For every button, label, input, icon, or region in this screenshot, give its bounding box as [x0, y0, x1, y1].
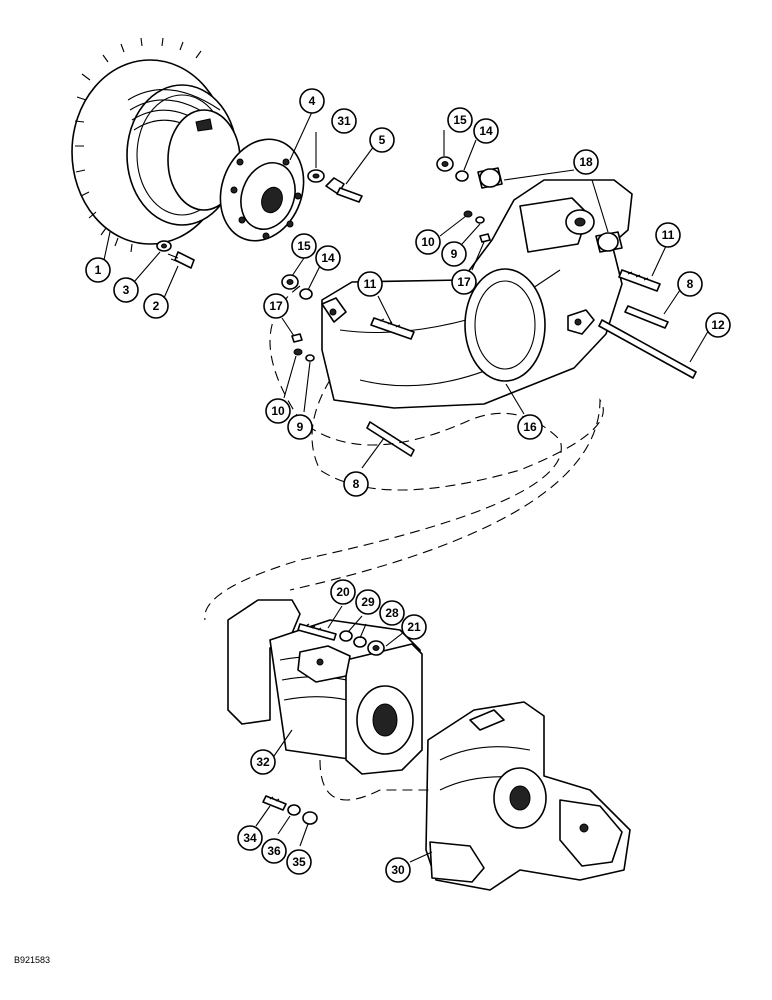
callout-12: 12	[705, 312, 731, 338]
callout-label-14-upper: 14	[479, 124, 493, 138]
bolt-34	[262, 795, 287, 811]
callout-10-upper: 10	[415, 229, 441, 255]
callout-4: 4	[299, 88, 325, 114]
callout-label-14-left: 14	[321, 251, 335, 265]
callout-11-upper: 11	[655, 222, 681, 248]
bolt-8-upper	[624, 305, 669, 329]
callout-35: 35	[286, 849, 312, 875]
leader-lines	[103, 111, 711, 863]
callout-2: 2	[143, 293, 169, 319]
callout-36: 36	[261, 838, 287, 864]
assembly-path-dashed	[204, 285, 562, 621]
callout-label-12: 12	[711, 318, 725, 332]
callout-5: 5	[369, 127, 395, 153]
callout-29: 29	[355, 589, 381, 615]
washer-14-left	[299, 288, 313, 300]
callout-label-16: 16	[523, 420, 537, 434]
callout-label-32: 32	[256, 755, 270, 769]
callout-label-3: 3	[123, 283, 130, 297]
callout-label-20: 20	[336, 585, 350, 599]
nut-15-left	[281, 274, 299, 290]
small-parts-upper	[463, 210, 491, 243]
hydraulic-pump	[425, 701, 631, 891]
small-parts-left	[291, 333, 315, 362]
callout-20: 20	[330, 579, 356, 605]
callout-label-15-left: 15	[297, 239, 311, 253]
callout-label-31: 31	[337, 114, 351, 128]
callout-label-5: 5	[379, 133, 386, 147]
bolt-8-lower	[366, 421, 415, 457]
reference-code: B921583	[14, 955, 51, 965]
callout-30: 30	[385, 857, 411, 883]
washer-36	[287, 804, 301, 816]
callout-34: 34	[237, 825, 263, 851]
washer-29	[339, 630, 353, 642]
coupling-disc	[219, 138, 305, 242]
callout-label-2: 2	[153, 299, 160, 313]
hydraulic-motor	[227, 599, 423, 775]
callout-10-left: 10	[265, 398, 291, 424]
washer-28	[353, 636, 367, 648]
bolt-12	[598, 319, 697, 379]
bolt-11-upper	[618, 269, 661, 292]
callout-label-36: 36	[267, 844, 281, 858]
callout-label-8-lower: 8	[353, 477, 360, 491]
washer-31	[307, 169, 325, 183]
callout-15-left: 15	[291, 233, 317, 259]
callout-11-middle: 11	[357, 271, 383, 297]
bushing-18-b	[595, 231, 623, 253]
washer-14-upper	[455, 170, 469, 182]
callout-label-9-upper: 9	[451, 247, 458, 261]
callout-label-17-upper: 17	[457, 275, 471, 289]
callout-label-8-upper: 8	[687, 277, 694, 291]
callout-31: 31	[331, 108, 357, 134]
callout-32: 32	[250, 749, 276, 775]
callout-17-upper: 17	[451, 269, 477, 295]
callout-label-17-left: 17	[269, 299, 283, 313]
nut-21	[367, 640, 385, 656]
callout-label-4: 4	[309, 94, 316, 108]
callout-label-1: 1	[95, 263, 102, 277]
callout-8-lower: 8	[343, 471, 369, 497]
callout-28: 28	[379, 600, 405, 626]
callout-label-9-left: 9	[297, 420, 304, 434]
assembly-path-dashed-3	[319, 759, 430, 801]
callout-label-34: 34	[243, 831, 257, 845]
callout-18: 18	[573, 149, 599, 175]
washer-35	[302, 811, 318, 825]
callout-label-18: 18	[579, 155, 593, 169]
bolt-5	[325, 177, 363, 203]
bushing-18-a	[477, 167, 503, 189]
callout-14-left: 14	[315, 245, 341, 271]
callout-21: 21	[401, 614, 427, 640]
callout-1: 1	[85, 257, 111, 283]
assembly-path-dashed-2	[289, 379, 604, 591]
callout-label-30: 30	[391, 863, 405, 877]
callout-14-upper: 14	[473, 118, 499, 144]
callout-17-left: 17	[263, 293, 289, 319]
callout-8-upper: 8	[677, 271, 703, 297]
washer-3	[156, 240, 172, 252]
callout-label-10-upper: 10	[421, 235, 435, 249]
callout-9-upper: 9	[441, 241, 467, 267]
callout-9-left: 9	[287, 414, 313, 440]
callout-label-11-middle: 11	[364, 277, 377, 291]
callout-label-21: 21	[407, 620, 421, 634]
callout-16: 16	[517, 414, 543, 440]
callout-label-15-upper: 15	[453, 113, 467, 127]
callout-label-10-left: 10	[271, 404, 285, 418]
nut-15-upper	[436, 156, 454, 172]
callout-label-28: 28	[385, 606, 399, 620]
final-drive-hub	[71, 37, 241, 253]
pivot-bracket	[321, 179, 633, 409]
callout-label-35: 35	[292, 855, 306, 869]
bolt-2	[167, 251, 195, 269]
callout-3: 3	[113, 277, 139, 303]
bolt-20	[297, 623, 337, 641]
callout-15-upper: 15	[447, 107, 473, 133]
callout-label-29: 29	[361, 595, 375, 609]
callout-label-11-upper: 11	[662, 228, 675, 242]
